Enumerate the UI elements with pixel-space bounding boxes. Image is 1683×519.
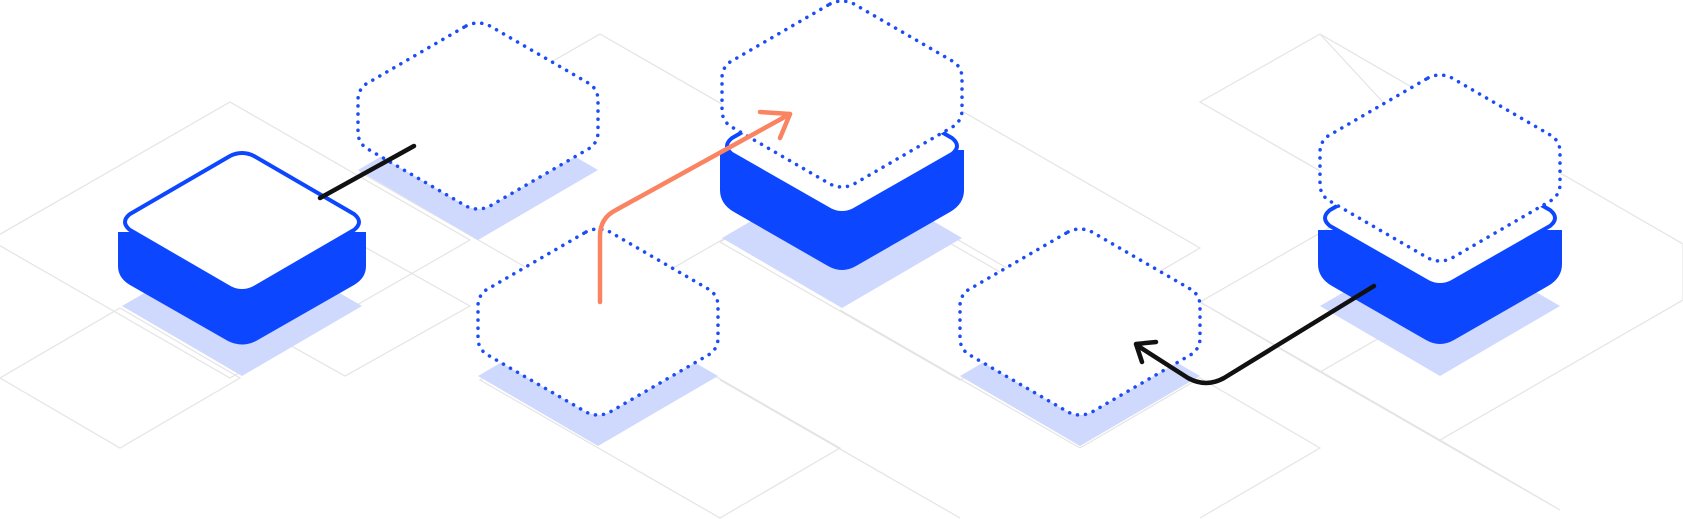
ghost-block-lower-center [476, 227, 720, 417]
arrow-head-back [1133, 339, 1159, 365]
solid-block-left [118, 151, 366, 345]
connector-arrow-up [597, 111, 793, 305]
grid-tile [719, 309, 1081, 519]
grid-tile [1079, 377, 1322, 519]
ghost-block-top-center [720, 0, 964, 189]
block-top [123, 151, 361, 293]
connectors [317, 109, 1377, 386]
grid-tile [0, 307, 242, 449]
arrow-head-up [757, 109, 793, 141]
ghost-block-upper-left [356, 21, 600, 211]
ghost-block-upper-right [1318, 73, 1562, 263]
ghost-block-lower-right [958, 227, 1202, 417]
grid-tile [1319, 371, 1561, 511]
connector-arrow-back [1135, 283, 1377, 386]
grid-tile [0, 101, 472, 379]
ghost-blocks [356, 0, 1562, 417]
connector-link-left [317, 143, 417, 201]
